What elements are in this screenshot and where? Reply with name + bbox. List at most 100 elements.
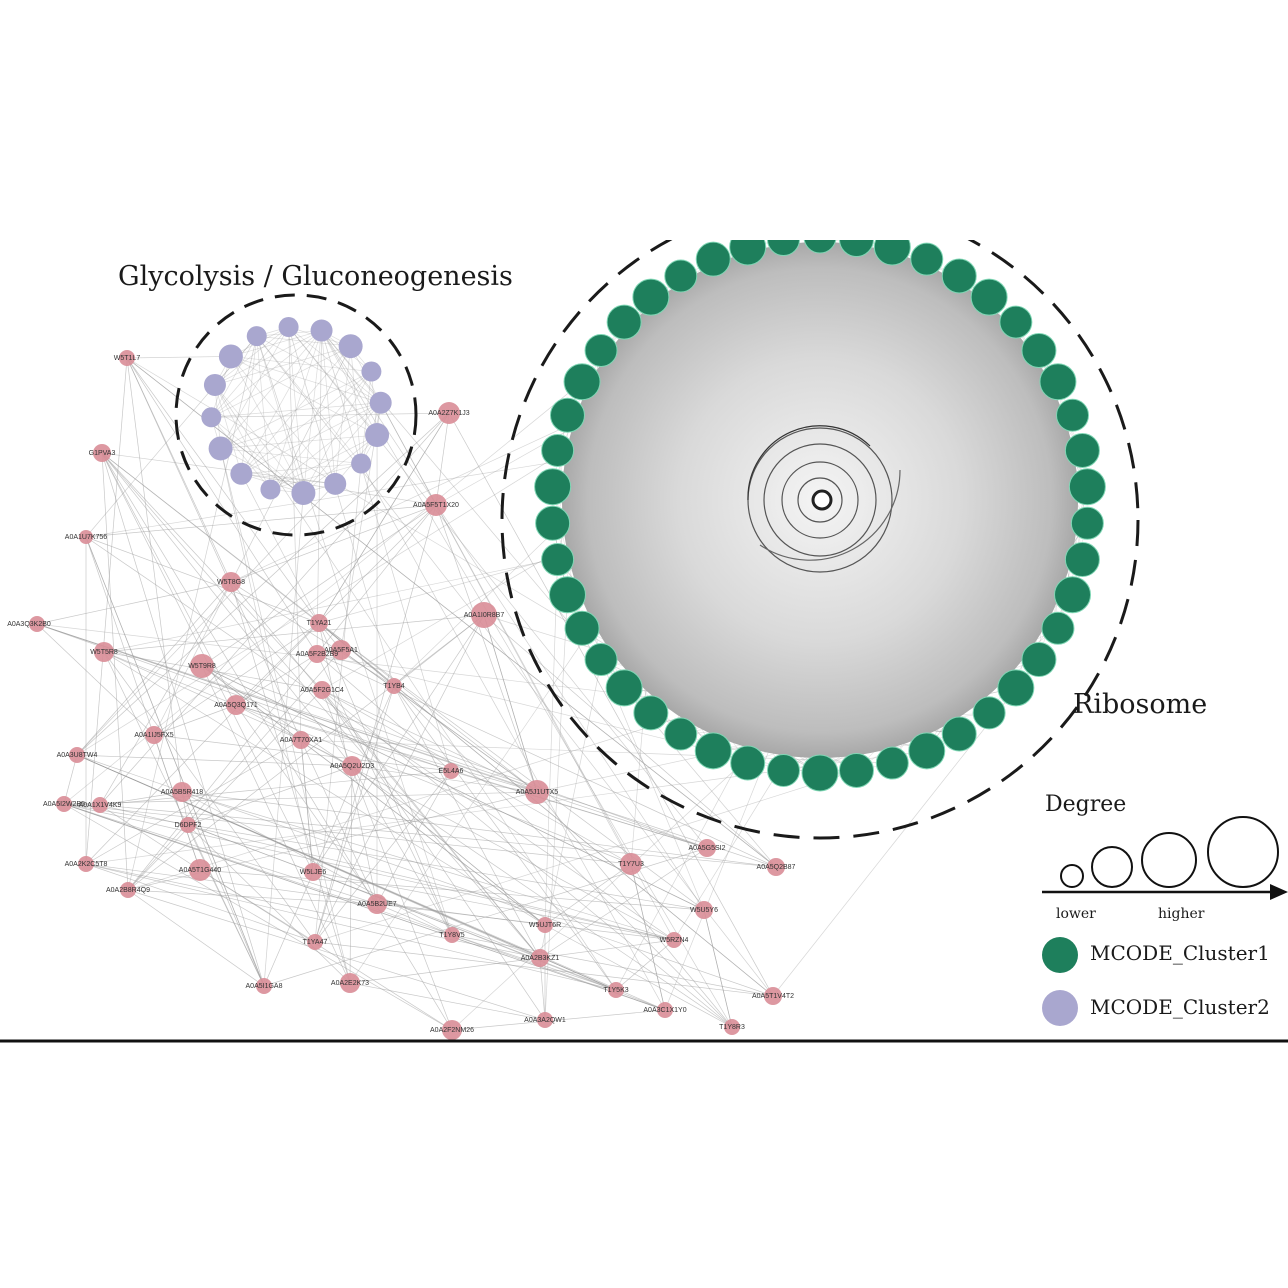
network-node: A0A1X1V4K9: [79, 797, 122, 813]
network-edge: [153, 622, 320, 736]
cluster2-edge: [241, 336, 258, 474]
network-edge: [380, 402, 632, 865]
network-edge: [99, 804, 675, 941]
network-edge: [101, 452, 237, 706]
network-node: W5LJE6: [300, 863, 327, 881]
network-node: A0A5F2B2B9: [296, 645, 339, 663]
cluster2-node: [291, 480, 316, 505]
legend-lower-label: lower: [1056, 906, 1096, 922]
legend-cluster1-label: MCODE_Cluster1: [1090, 941, 1270, 965]
network-edge: [241, 473, 320, 624]
network-node-label: A0A5Q2B87: [757, 864, 796, 871]
network-edge: [127, 889, 378, 905]
network-node: A0A2B3KZ1: [521, 949, 560, 967]
network-node: T1Y8V5: [439, 927, 465, 943]
network-node: T1Y7U3: [618, 853, 644, 875]
cluster1-node: [941, 716, 977, 752]
cluster2-edge: [270, 434, 378, 490]
network-node-circle: [340, 973, 360, 993]
network-edge: [201, 665, 705, 911]
network-node-label: T1Y8R3: [719, 1024, 745, 1031]
cluster1-node: [632, 278, 670, 316]
network-node-circle: [443, 763, 459, 779]
cluster2-edge: [214, 384, 271, 490]
network-edge: [76, 754, 617, 991]
cluster2-edge: [220, 371, 372, 449]
cluster2-edge: [211, 330, 322, 418]
peripheral-nodes: W5T1L7G1PVA3A0A1U7K756A0A3Q3K2B0W5T5R8W5…: [7, 350, 796, 1040]
cluster1-node: [972, 696, 1006, 730]
network-node-label: A0A5G5SI2: [689, 845, 726, 852]
network-node: A0A2K2C5T8: [65, 856, 108, 872]
cluster1-node: [767, 754, 801, 788]
network-edge: [314, 941, 774, 997]
network-edge: [321, 689, 453, 1031]
network-edge: [101, 452, 336, 485]
network-edge: [321, 330, 777, 868]
network-edge: [127, 649, 342, 891]
network-edge: [63, 754, 78, 805]
network-node: A0A3Q3K2B0: [7, 616, 51, 632]
cluster1-node: [729, 240, 767, 266]
cluster2-edge: [288, 326, 381, 404]
cluster2-edge: [220, 448, 304, 494]
network-node-label: A0A7T70XA1: [280, 737, 323, 744]
cluster1-node: [563, 363, 601, 401]
network-node-circle: [442, 1020, 462, 1040]
network-node: A0A5B5R418: [161, 782, 203, 802]
network-edge: [321, 689, 538, 793]
network-edge: [615, 939, 675, 991]
cluster2-edge: [270, 463, 362, 490]
network-edge: [127, 336, 258, 891]
network-node-label: A0A1IJ5FX5: [134, 732, 173, 739]
network-node: T1YB4: [383, 678, 405, 694]
cluster2-edge: [288, 326, 378, 436]
cluster2-edge: [220, 402, 381, 449]
network-node-label: W5LJE6: [300, 869, 327, 876]
cluster2-edge: [211, 335, 258, 418]
network-edge: [630, 863, 666, 1011]
network-node: A0A2E2K73: [331, 973, 369, 993]
network-edge: [393, 685, 541, 959]
network-node-label: A0A2F2NM26: [430, 1027, 474, 1034]
network-edge: [230, 504, 437, 583]
network-edge: [36, 623, 777, 868]
network-node: G1PVA3: [89, 444, 115, 462]
cluster1-node: [873, 240, 911, 266]
cluster2-edge: [256, 335, 351, 347]
network-edge: [288, 327, 302, 741]
cluster2-edge: [230, 356, 336, 485]
network-node-label: A0A2B3KZ1: [521, 955, 560, 962]
legend-higher-label: higher: [1158, 906, 1205, 922]
cluster2-edge: [241, 345, 351, 475]
cluster2-edge: [241, 371, 372, 475]
network-node-circle: [331, 640, 351, 660]
cluster1-node: [730, 745, 766, 781]
network-edge: [201, 665, 351, 984]
network-node-label: A0A2B8R4Q9: [106, 887, 150, 894]
network-edge: [103, 651, 316, 943]
cluster2-node: [203, 373, 226, 396]
cluster2-edge: [220, 326, 289, 449]
cluster1-node: [1021, 332, 1057, 368]
cluster2-edge: [230, 330, 322, 357]
cluster1-node: [535, 505, 571, 541]
cluster1-node: [564, 610, 600, 646]
network-edge: [76, 412, 450, 756]
network-edge: [539, 957, 546, 1021]
network-node-label: A0A5F2B2B9: [296, 651, 339, 658]
network-node: T1Y5K3: [603, 982, 629, 998]
network-edge: [127, 889, 265, 987]
cluster1-node: [605, 669, 643, 707]
network-node: W5U5Y6: [690, 901, 718, 919]
network-node-circle: [308, 645, 326, 663]
cluster2-node: [361, 361, 382, 382]
network-node-label: T1YA47: [303, 939, 328, 946]
network-node-circle: [666, 932, 682, 948]
network-edge: [211, 412, 450, 418]
cluster1-node: [803, 240, 837, 254]
network-edge: [63, 803, 378, 905]
network-node: A0A5G5SI2: [689, 839, 726, 857]
network-edge: [435, 504, 538, 793]
network-edge: [450, 770, 708, 849]
